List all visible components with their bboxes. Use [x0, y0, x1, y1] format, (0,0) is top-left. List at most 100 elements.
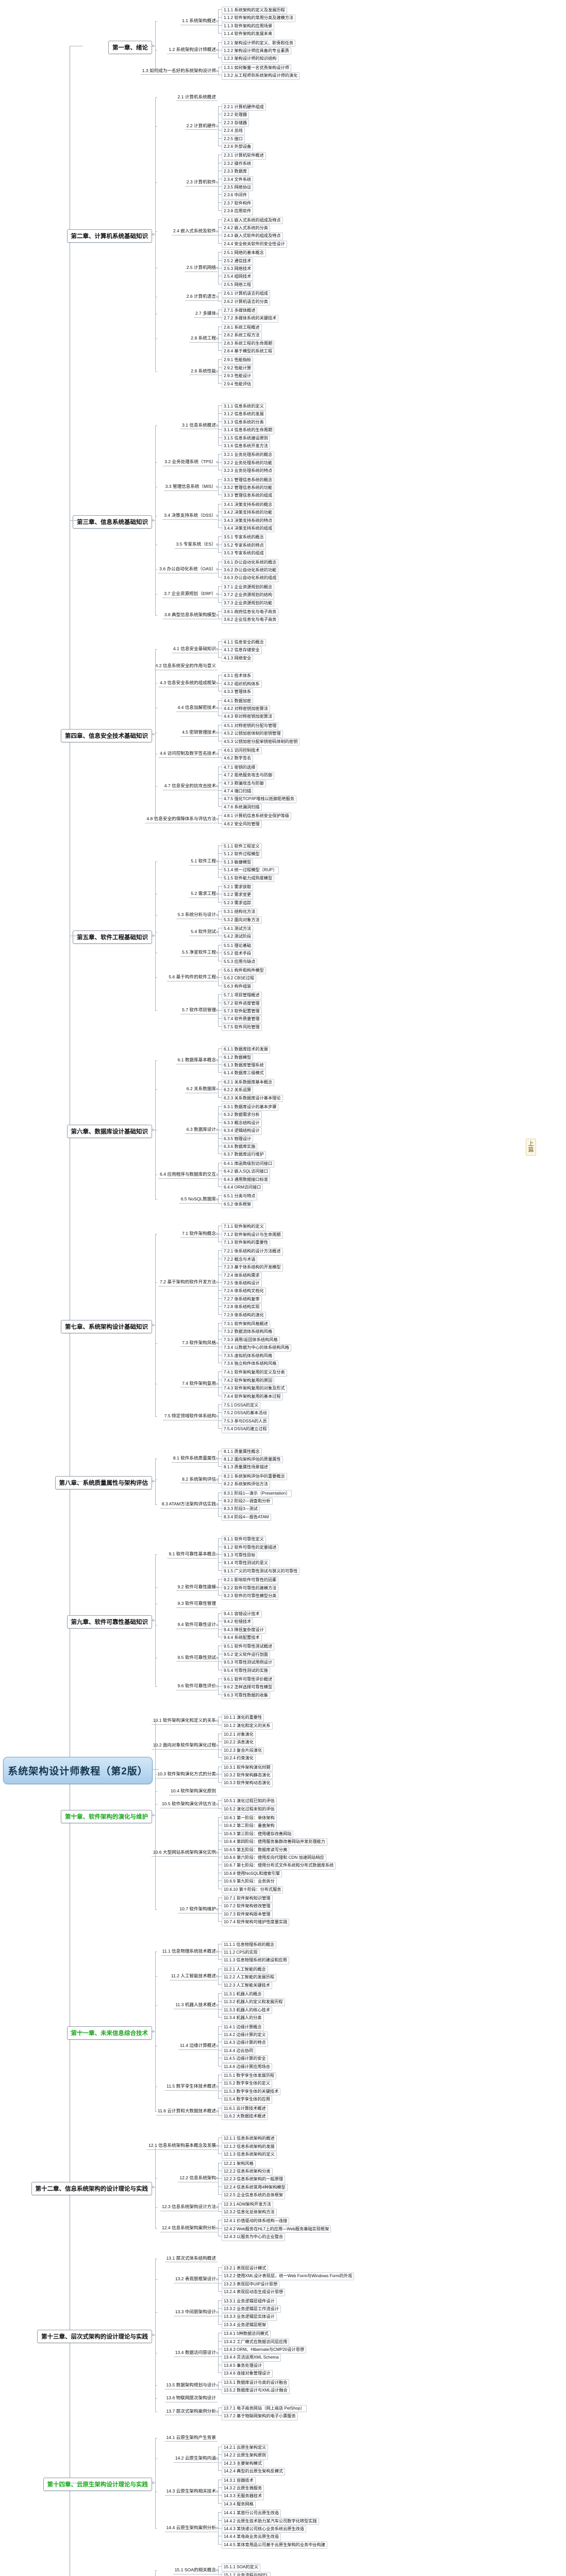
- sub-node[interactable]: 10.6.1 第一阶段：单体架构: [222, 1815, 277, 1822]
- section-node[interactable]: 3.6 办公自动化系统（OAS）: [158, 566, 218, 573]
- sub-node[interactable]: 10.6.8 使用NoSQL和搜索引擎: [222, 1870, 282, 1878]
- section-node[interactable]: 3.4 决策支持系统（DSS）: [162, 513, 218, 520]
- sub-node[interactable]: 10.6.7 第七阶段：使用分布式文件系统和分布式数据库系统: [222, 1862, 336, 1870]
- sub-node[interactable]: 3.4.3 决策支持系统的特点: [222, 517, 275, 525]
- sub-node[interactable]: 10.3.3 软件架构动态演化: [222, 1780, 273, 1787]
- sub-node[interactable]: 2.5.5 网络工程: [222, 281, 254, 289]
- sub-node[interactable]: 2.2.4 总线: [222, 127, 245, 135]
- section-node[interactable]: 4.6 访问控制及数字签名技术: [158, 751, 218, 758]
- chapter-node[interactable]: 第十三章、层次式架构的设计理论与实践: [37, 2330, 152, 2344]
- section-node[interactable]: 3.8 典型信息系统架构模型: [162, 612, 218, 619]
- section-node[interactable]: 2.7 多媒体: [193, 311, 218, 318]
- sub-node[interactable]: 7.2.7 体系结构复审: [222, 1295, 262, 1303]
- chapter-collapse-dot[interactable]: [152, 2482, 154, 2484]
- sub-node[interactable]: 2.3.5 网络协议: [222, 184, 254, 192]
- sub-node[interactable]: 7.2.3 基于体系结构的开发模型: [222, 1264, 283, 1272]
- chapter-node[interactable]: 第七章、系统架构设计基础知识: [61, 1319, 152, 1333]
- section-collapse-dot[interactable]: [216, 2177, 218, 2180]
- sub-node[interactable]: 5.3.1 结构化方法: [222, 908, 258, 916]
- sub-node[interactable]: 11.3.3 机器人的核心技术: [222, 2006, 272, 2014]
- sub-node[interactable]: 3.7.1 企业资源规划的概念: [222, 583, 275, 591]
- sub-node[interactable]: 1.1.2 软件架构的常用分类及建模方法: [222, 14, 296, 22]
- section-collapse-dot[interactable]: [216, 181, 218, 184]
- sub-node[interactable]: 13.2.2 使用XML设计表现层，统一Web Form与Windows For…: [222, 2273, 355, 2280]
- chapter-node[interactable]: 第六章、数据库设计基础知识: [66, 1125, 152, 1139]
- sub-node[interactable]: 5.1.5 软件能力成熟度模型: [222, 874, 275, 883]
- sub-node[interactable]: 2.4.1 嵌入式系统的组成及特点: [222, 216, 283, 225]
- sub-node[interactable]: 7.3.1 软件架构风格概述: [222, 1320, 270, 1328]
- sub-node[interactable]: 6.4.3 通用数据接口标准: [222, 1176, 270, 1184]
- section-collapse-dot[interactable]: [216, 785, 218, 788]
- section-collapse-dot[interactable]: [216, 2311, 218, 2313]
- section-node[interactable]: 13.6 物联网层次架构设计: [164, 2395, 218, 2403]
- section-node[interactable]: 10.6 大型网站系统架构演化实例: [151, 1850, 218, 1857]
- section-collapse-dot[interactable]: [216, 1975, 218, 1978]
- sub-node[interactable]: 13.3.3 业务逻辑层实体设计: [222, 2313, 277, 2321]
- sub-node[interactable]: 2.7.2 多媒体系统的关键技术: [222, 315, 279, 323]
- sub-node[interactable]: 13.4.6 连接对象管理设计: [222, 2370, 273, 2378]
- sub-node[interactable]: 6.2.1 关系数据库基本概念: [222, 1078, 275, 1087]
- sub-node[interactable]: 2.9.1 性能指标: [222, 357, 254, 364]
- sub-node[interactable]: 5.7.2 软件进度管理: [222, 999, 262, 1008]
- sub-node[interactable]: 6.2.2 关系运算: [222, 1087, 254, 1094]
- sub-node[interactable]: 2.5.3 网络技术: [222, 265, 254, 273]
- section-node[interactable]: 6.5 NoSQL数据库: [179, 1196, 218, 1204]
- section-collapse-dot[interactable]: [216, 1951, 218, 1953]
- section-collapse-dot[interactable]: [216, 2110, 218, 2113]
- section-node[interactable]: 7.5 特定领域软件体系结构: [162, 1413, 218, 1420]
- sub-node[interactable]: 10.3.2 软件架构静态演化: [222, 1772, 273, 1780]
- sub-node[interactable]: 9.2.2 软件可靠性的建模方法: [222, 1584, 279, 1592]
- section-node[interactable]: 2.2 计算机硬件: [185, 123, 218, 130]
- chapter-collapse-dot[interactable]: [152, 2185, 154, 2188]
- sub-node[interactable]: 7.2.1 体系结构的设计方法概述: [222, 1248, 283, 1256]
- sub-node[interactable]: 12.2.2 信息系统架构分类: [222, 2168, 273, 2176]
- sub-node[interactable]: 9.2.3 软件的可靠性模型分类: [222, 1592, 279, 1600]
- section-collapse-dot[interactable]: [216, 49, 218, 51]
- sub-node[interactable]: 2.8.3 系统工程的生命周期: [222, 340, 275, 348]
- sub-node[interactable]: 8.3.2 阶段2—调查和分析: [222, 1498, 273, 1505]
- section-collapse-dot[interactable]: [216, 1503, 218, 1505]
- sub-node[interactable]: 2.6.1 计算机语言的组成: [222, 290, 270, 298]
- section-node[interactable]: 6.4 应用程序与数据库的交互: [158, 1172, 218, 1179]
- sub-node[interactable]: 4.6.2 数字签名: [222, 755, 254, 762]
- sub-node[interactable]: 6.5.2 体系框架: [222, 1200, 254, 1209]
- sub-node[interactable]: 15.1.1 SOA的定义: [222, 2564, 260, 2571]
- section-node[interactable]: 11.4 边缘计算概述: [178, 2043, 218, 2050]
- sub-node[interactable]: 7.1.1 软件架构的定义: [222, 1223, 266, 1231]
- sub-node[interactable]: 3.1.6 信息系统开发方法: [222, 443, 270, 450]
- sub-node[interactable]: 2.5.4 组网技术: [222, 273, 254, 281]
- sub-node[interactable]: 9.4.2 检错技术: [222, 1618, 254, 1626]
- sub-node[interactable]: 13.2.1 表现层设计模式: [222, 2265, 269, 2273]
- sub-node[interactable]: 12.4.1 价值驱动的体系结构—连接: [222, 2217, 290, 2225]
- section-collapse-dot[interactable]: [216, 1656, 218, 1659]
- chapter-collapse-dot[interactable]: [152, 2334, 154, 2336]
- sub-node[interactable]: 13.3.1 业务逻辑层组件设计: [222, 2297, 277, 2306]
- sub-node[interactable]: 2.4.4 安全攸关软件的安全性设计: [222, 240, 287, 248]
- sub-node[interactable]: 3.5.2 专家系统的特点: [222, 541, 266, 550]
- section-collapse-dot[interactable]: [216, 648, 218, 651]
- sub-node[interactable]: 2.4.3 嵌入式软件的组成及特点: [222, 232, 283, 240]
- sub-node[interactable]: 7.3.3 调用/返回体系结构风格: [222, 1336, 280, 1344]
- sub-node[interactable]: 2.2.1 计算机硬件组成: [222, 104, 266, 111]
- section-collapse-dot[interactable]: [216, 593, 218, 596]
- chapter-collapse-dot[interactable]: [152, 733, 154, 736]
- sub-node[interactable]: 11.1.3 信息物理系统的建设和应用: [222, 1957, 289, 1964]
- sub-node[interactable]: 3.5.3 专家系统的组成: [222, 550, 266, 557]
- sub-node[interactable]: 5.4.2 测试阶段: [222, 933, 254, 941]
- sub-node[interactable]: 10.3.1 软件架构演化时期: [222, 1764, 273, 1772]
- sub-node[interactable]: 7.4.4 软件架构复用的基本过程: [222, 1393, 283, 1401]
- sub-node[interactable]: 6.4.1 库函数级别访问接口: [222, 1160, 275, 1168]
- section-node[interactable]: 2.6 计算机语言: [185, 294, 218, 301]
- sub-node[interactable]: 9.5.2 定义软件运行剖面: [222, 1651, 270, 1659]
- section-collapse-dot[interactable]: [216, 614, 218, 616]
- section-collapse-dot[interactable]: [216, 952, 218, 954]
- sub-node[interactable]: 3.2.3 业务处理系统的特点: [222, 467, 275, 475]
- section-node[interactable]: 11.2 人工智能技术概述: [169, 1973, 218, 1981]
- sub-node[interactable]: 7.1.3 软件架构的重要性: [222, 1239, 270, 1247]
- chapter-collapse-dot[interactable]: [152, 519, 154, 521]
- sub-node[interactable]: 11.5.3 数字孪生体的关键技术: [222, 2088, 281, 2096]
- sub-node[interactable]: 4.4.3 非对称密钥加密算法: [222, 713, 275, 721]
- section-collapse-dot[interactable]: [216, 1685, 218, 1688]
- section-collapse-dot[interactable]: [216, 1553, 218, 1555]
- section-node[interactable]: 13.2 表现层框架设计: [173, 2276, 218, 2283]
